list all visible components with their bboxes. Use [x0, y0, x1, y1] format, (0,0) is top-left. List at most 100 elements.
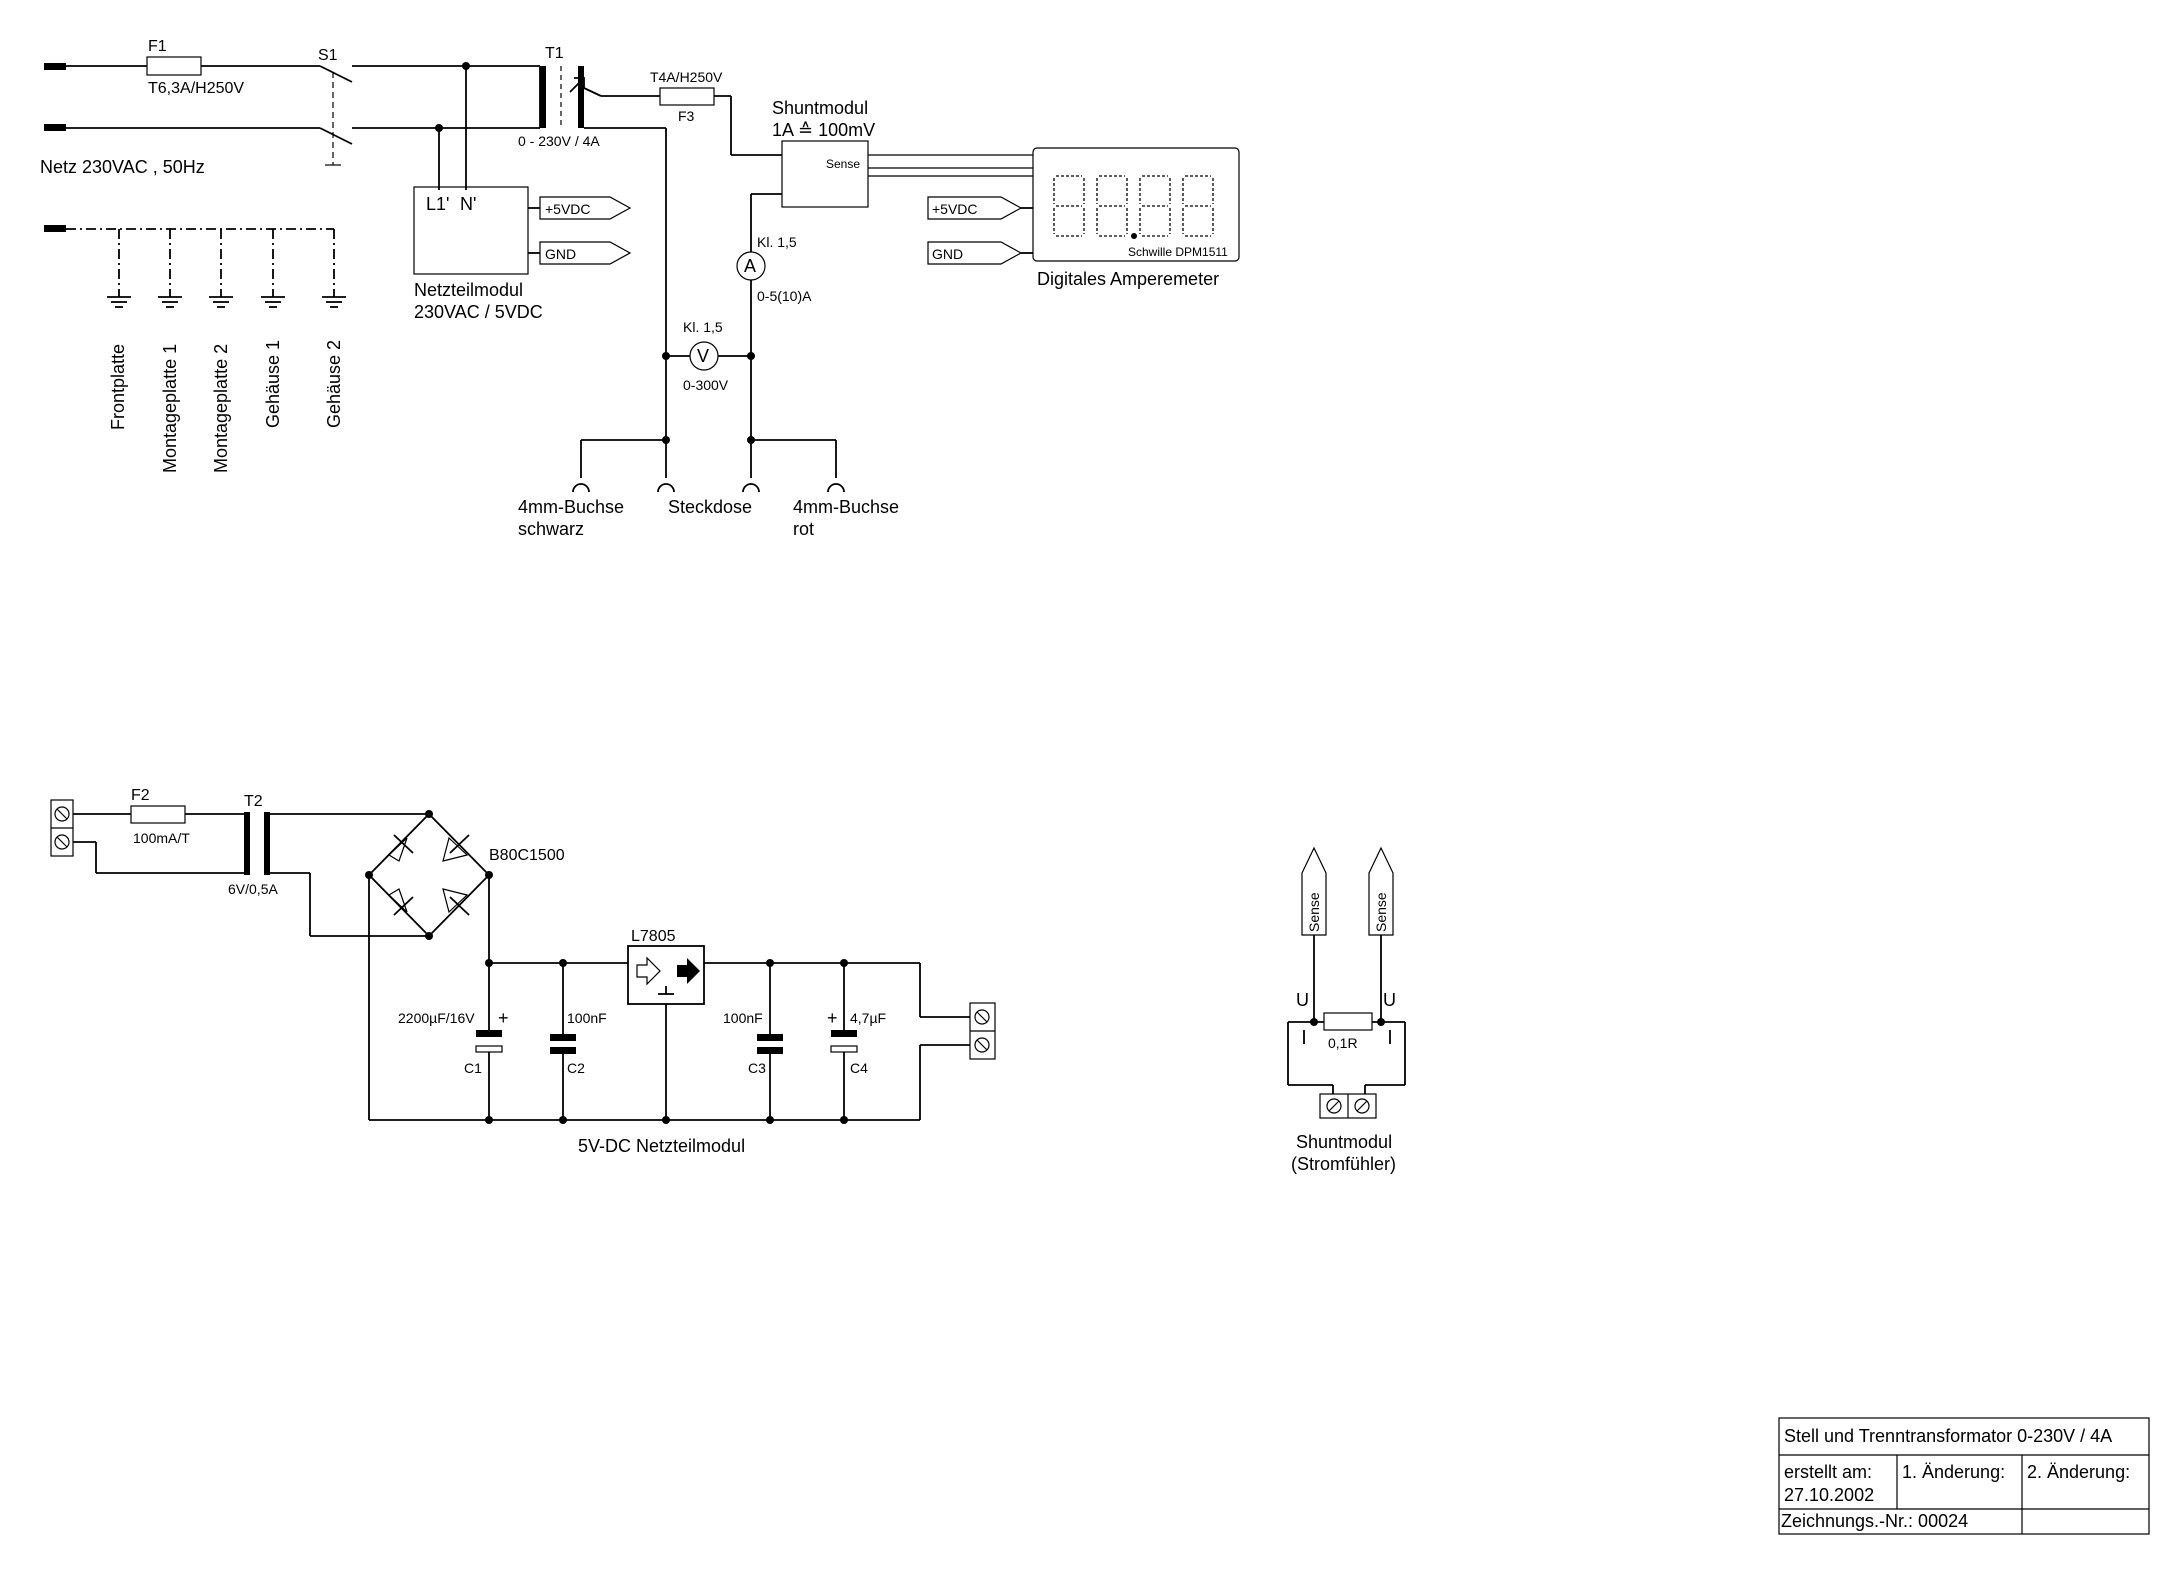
regulator-l7805: L7805 — [627, 928, 705, 1120]
bridge-rectifier: B80C1500 — [365, 810, 565, 940]
ground-gehaeuse-1 — [261, 229, 285, 308]
sense-right-label: Sense — [1373, 892, 1389, 932]
f1-ref: F1 — [148, 38, 167, 55]
f3-rating: T4A/H250V — [650, 69, 723, 85]
analog-meters: A Kl. 1,5 0-5(10)A V Kl. 1,5 0-300V — [662, 194, 812, 440]
meter-caption: Digitales Amperemeter — [1037, 269, 1219, 289]
psu-caption-1: Netzteilmodul — [414, 280, 523, 300]
shunt-module-detail: Sense Sense U U 0,1R Shuntmodul (Stromfü… — [1287, 846, 1406, 1174]
ground-label-frontplatte: Frontplatte — [108, 344, 128, 430]
shunt-resistor — [1323, 1012, 1373, 1031]
meter-in-gnd: GND — [932, 246, 963, 262]
c3-ref: C3 — [748, 1060, 766, 1076]
t1-secondary-wiring: T4A/H250V F3 — [583, 69, 782, 440]
t2-core-left — [244, 812, 250, 875]
psu-pin-l1: L1' — [426, 194, 449, 214]
voltmeter-class: Kl. 1,5 — [683, 319, 723, 335]
shunt-box — [781, 140, 869, 208]
fuse-f1 — [146, 56, 202, 76]
seven-segment-display — [1053, 175, 1214, 239]
ammeter-symbol: A — [744, 256, 756, 276]
protective-earth: Frontplatte Montageplatte 1 Montageplatt… — [44, 225, 346, 473]
socket-black-label-1: 4mm-Buchse — [518, 497, 624, 517]
socket-black-label-2: schwarz — [518, 519, 584, 539]
f2-ref: F2 — [131, 787, 150, 804]
c1-ref: C1 — [464, 1060, 482, 1076]
ammeter-range: 0-5(10)A — [757, 288, 812, 304]
psu-out-gnd: GND — [545, 246, 576, 262]
title-block-created-date: 27.10.2002 — [1784, 1485, 1874, 1505]
capacitor-c1: + 2200µF/16V C1 — [398, 963, 509, 1124]
u-left: U — [1296, 990, 1309, 1010]
regulator-label: L7805 — [631, 928, 676, 945]
psu-module: L1' N' +5VDC GND Netzteilmodul 230VAC / … — [413, 186, 632, 322]
switch-s1: S1 — [318, 47, 378, 166]
shunt-caption-2: (Stromfühler) — [1291, 1154, 1396, 1174]
f2-rating: 100mA/T — [133, 830, 190, 846]
shunt-block: Shuntmodul 1A ≙ 100mV Sense — [751, 98, 1033, 208]
dc-module-caption: 5V-DC Netzteilmodul — [578, 1136, 745, 1156]
c1-value: 2200µF/16V — [398, 1010, 475, 1026]
c4-ref: C4 — [850, 1060, 868, 1076]
shunt-title: Shuntmodul — [772, 98, 868, 118]
meter-box — [1032, 147, 1240, 262]
psu-out-gnd-flag — [539, 241, 632, 265]
fuse-f2 — [130, 805, 186, 824]
mains-terminal-n — [44, 124, 66, 131]
sense-flag-right — [1368, 846, 1394, 936]
ground-montageplatte-1 — [158, 229, 182, 308]
title-block-created-label: erstellt am: — [1784, 1462, 1872, 1482]
t2-rating: 6V/0,5A — [228, 881, 278, 897]
ground-label-montageplatte-1: Montageplatte 1 — [160, 344, 180, 473]
psu-out-pos: +5VDC — [545, 201, 591, 217]
meter-in-pos-flag — [927, 196, 1023, 220]
title-block-drawing-no: Zeichnungs.-Nr.: 00024 — [1781, 1511, 1968, 1531]
t1-ref: T1 — [545, 45, 564, 62]
socket-red-label-2: rot — [793, 519, 814, 539]
mains-terminal-l — [44, 63, 66, 70]
dc-psu-schematic: F2 100mA/T T2 6V/0,5A — [50, 787, 996, 1156]
sense-flag-left — [1301, 846, 1327, 936]
socket-red — [827, 483, 845, 493]
f1-rating: T6,3A/H250V — [148, 80, 244, 97]
t1-primary-wiring — [378, 62, 541, 190]
capacitor-c2: 100nF C2 — [550, 963, 607, 1124]
shunt-ratio: 1A ≙ 100mV — [772, 120, 875, 140]
psu-module-box — [413, 186, 529, 275]
resistor-value: 0,1R — [1328, 1035, 1358, 1051]
c1-plus: + — [498, 1008, 509, 1028]
socket-outlet-2 — [742, 483, 760, 493]
t2-ref: T2 — [244, 793, 263, 810]
t2-core-right — [264, 812, 270, 875]
f3-ref: F3 — [678, 108, 695, 124]
bridge-label: B80C1500 — [489, 847, 565, 864]
u-right: U — [1383, 990, 1396, 1010]
c4-value: 4,7µF — [850, 1010, 886, 1026]
ground-gehaeuse-2 — [322, 229, 346, 308]
fuse-f3 — [659, 87, 715, 106]
meter-in-gnd-flag — [927, 241, 1023, 265]
capacitor-c4: + 4,7µF C4 — [827, 963, 886, 1124]
t1-rating: 0 - 230V / 4A — [518, 133, 600, 149]
mains-input: F1 T6,3A/H250V Netz 230VAC , 50Hz — [40, 38, 320, 177]
ground-label-montageplatte-2: Montageplatte 2 — [211, 344, 231, 473]
shunt-caption-1: Shuntmodul — [1296, 1132, 1392, 1152]
ground-label-gehaeuse-1: Gehäuse 1 — [263, 340, 283, 428]
psu-caption-2: 230VAC / 5VDC — [414, 302, 543, 322]
voltmeter-range: 0-300V — [683, 377, 729, 393]
voltmeter-symbol: V — [697, 346, 709, 366]
psu-pin-n: N' — [460, 194, 476, 214]
title-block-title: Stell und Trenntransformator 0-230V / 4A — [1784, 1426, 2112, 1446]
c3-value: 100nF — [723, 1010, 763, 1026]
socket-outlet-1 — [657, 483, 675, 493]
ground-frontplatte — [107, 229, 131, 308]
output-sockets: 4mm-Buchse schwarz Steckdose 4mm-Buchse … — [518, 436, 899, 539]
ammeter-class: Kl. 1,5 — [757, 234, 797, 250]
psu-out-pos-flag — [539, 196, 632, 220]
s1-ref: S1 — [318, 47, 338, 64]
socket-red-label-1: 4mm-Buchse — [793, 497, 899, 517]
title-block-change-2: 2. Änderung: — [2027, 1462, 2130, 1482]
title-block-change-1: 1. Änderung: — [1902, 1462, 2005, 1482]
